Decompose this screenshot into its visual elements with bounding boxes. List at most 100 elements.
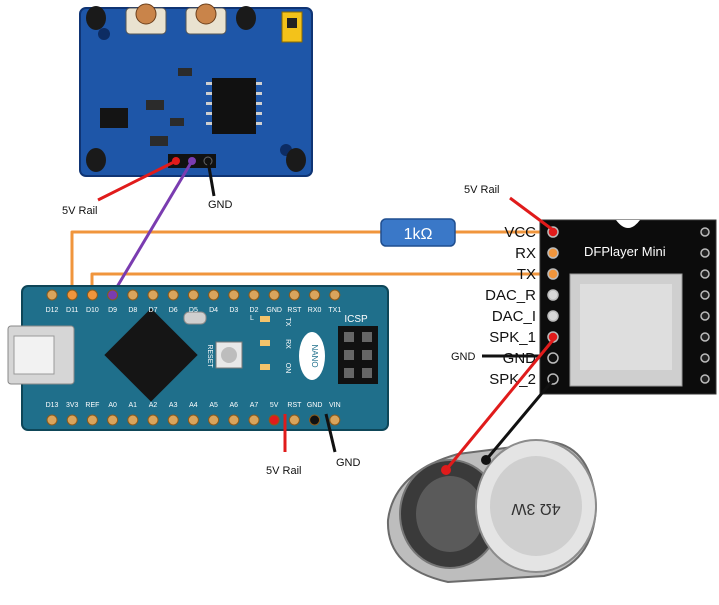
dfplayer-pin-label-gnd: GND — [503, 350, 537, 367]
nano-5v-label: 5V Rail — [266, 465, 301, 477]
nano-top-pin-label: D12 — [46, 307, 59, 314]
reset-label: RESET — [206, 344, 213, 368]
nano-top-pin-d10 — [86, 289, 98, 301]
nano-top-pin-d5 — [187, 289, 199, 301]
nano-top-pin-label: RX0 — [308, 307, 322, 314]
nano-top-pin-tx1 — [329, 289, 341, 301]
nano-bottom-pin-label: A1 — [129, 402, 138, 409]
led-label-rx: RX — [284, 339, 291, 349]
dfplayer-pin-label-tx: TX — [517, 266, 536, 283]
nano-bottom-pin-a7 — [248, 414, 260, 426]
nano-bottom-pin-label: 5V — [270, 402, 279, 409]
dfplayer-pin-rx — [547, 247, 559, 259]
led-label-tx: TX — [284, 318, 291, 327]
nano-bottom-pin-label: A3 — [169, 402, 178, 409]
nano-bottom-pin-rst — [288, 414, 300, 426]
dfplayer-pin-label-dac_i: DAC_I — [492, 308, 536, 325]
resistor-label: 1kΩ — [404, 226, 433, 243]
nano-top-pin-d8 — [127, 289, 139, 301]
nano-bottom-pin-gnd — [309, 414, 321, 426]
dfplayer-title: DFPlayer Mini — [584, 244, 666, 259]
nano-bottom-pin-label: REF — [85, 402, 99, 409]
nano-bottom-pin-label: 3V3 — [66, 402, 79, 409]
nano-top-pin-label: D7 — [149, 307, 158, 314]
nano-bottom-pin-a2 — [147, 414, 159, 426]
dfplayer-right-pin-holes — [700, 227, 710, 384]
nano-top-pin-d12 — [46, 289, 58, 301]
dfplayer-right-pin — [700, 269, 710, 279]
dfplayer-mini: DFPlayer Mini — [539, 219, 717, 395]
dfplayer-pin-label-rx: RX — [515, 245, 536, 262]
pir-gnd-label: GND — [208, 199, 233, 211]
dfplayer-pin-dac_i — [547, 310, 559, 322]
dfplayer-right-pin — [700, 290, 710, 300]
led-label-on: ON — [284, 363, 291, 374]
nano-top-pin-rx0 — [309, 289, 321, 301]
nano-bottom-pin-a5 — [208, 414, 220, 426]
nano-bottom-pin-vin — [329, 414, 341, 426]
dfplayer-right-pin — [700, 227, 710, 237]
icsp-label: ICSP — [344, 314, 368, 325]
nano-bottom-pin-ref — [86, 414, 98, 426]
nano-top-pin-d7 — [147, 289, 159, 301]
nano-top-pin-label: D4 — [209, 307, 218, 314]
d11-to-resistor-wire — [70, 230, 381, 292]
nano-bottom-pin-label: A0 — [108, 402, 117, 409]
resistor: 1kΩ — [380, 218, 456, 247]
nano-bottom-pin-label: A5 — [209, 402, 218, 409]
pir-5v-label: 5V Rail — [62, 205, 97, 217]
nano-top-pin-label: GND — [266, 307, 282, 314]
led-label-l: L — [250, 315, 254, 322]
pir-5v-wire — [97, 159, 177, 202]
nano-bottom-pin-a3 — [167, 414, 179, 426]
nano-bottom-pin-label: VIN — [329, 402, 341, 409]
dfplayer-pin-label-spk_1: SPK_1 — [489, 329, 536, 346]
nano-top-pin-label: D10 — [86, 307, 99, 314]
nano-bottom-pin-a1 — [127, 414, 139, 426]
nano-top-pin-d2 — [248, 289, 260, 301]
nano-top-pin-d3 — [228, 289, 240, 301]
nano-top-pin-label: D8 — [128, 307, 137, 314]
nano-top-pin-d9 — [107, 289, 119, 301]
speaker-rating: 4Ω 3W — [510, 500, 560, 517]
spk2-to-speaker-wire — [484, 379, 555, 461]
pir-sensor-board — [79, 3, 313, 177]
nano-bottom-pin-5v — [268, 414, 280, 426]
nano-top-pin-label: RST — [287, 307, 302, 314]
nano-top-pin-label: TX1 — [328, 307, 341, 314]
nano-gnd-label: GND — [336, 457, 361, 469]
nano-bottom-pin-label: D13 — [46, 402, 59, 409]
nano-bottom-pin-a4 — [187, 414, 199, 426]
dfplayer-right-pin — [700, 332, 710, 342]
nano-top-pin-d11 — [66, 289, 78, 301]
nano-top-pin-label: D2 — [250, 307, 259, 314]
nano-bottom-pin-label: GND — [307, 402, 323, 409]
nano-brand-label: NANO — [310, 344, 319, 367]
nano-top-pin-gnd — [268, 289, 280, 301]
nano-bottom-pin-label: A6 — [230, 402, 239, 409]
pir-out-to-d9-wire — [112, 160, 194, 293]
dfplayer-pin-dac_r — [547, 289, 559, 301]
nano-top-pin-label: D5 — [189, 307, 198, 314]
nano-bottom-pin-label: A2 — [149, 402, 158, 409]
nano-bottom-pin-label: A7 — [250, 402, 259, 409]
dfplayer-pin-label-spk_2: SPK_2 — [489, 371, 536, 388]
dfplayer-5v-wire — [509, 196, 554, 232]
nano-top-pin-label: D3 — [229, 307, 238, 314]
dfplayer-right-pin — [700, 311, 710, 321]
dfplayer-right-pin — [700, 374, 710, 384]
nano-gnd-wire — [324, 413, 337, 453]
nano-top-pin-d4 — [208, 289, 220, 301]
nano-top-pin-d6 — [167, 289, 179, 301]
dfplayer-pin-gnd — [547, 352, 559, 364]
dfplayer-pin-label-dac_r: DAC_R — [485, 287, 536, 304]
nano-top-pin-label: D11 — [66, 307, 78, 314]
nano-bottom-pin-a0 — [107, 414, 119, 426]
nano-bottom-pin-label: A4 — [189, 402, 198, 409]
dfplayer-right-pin — [700, 353, 710, 363]
